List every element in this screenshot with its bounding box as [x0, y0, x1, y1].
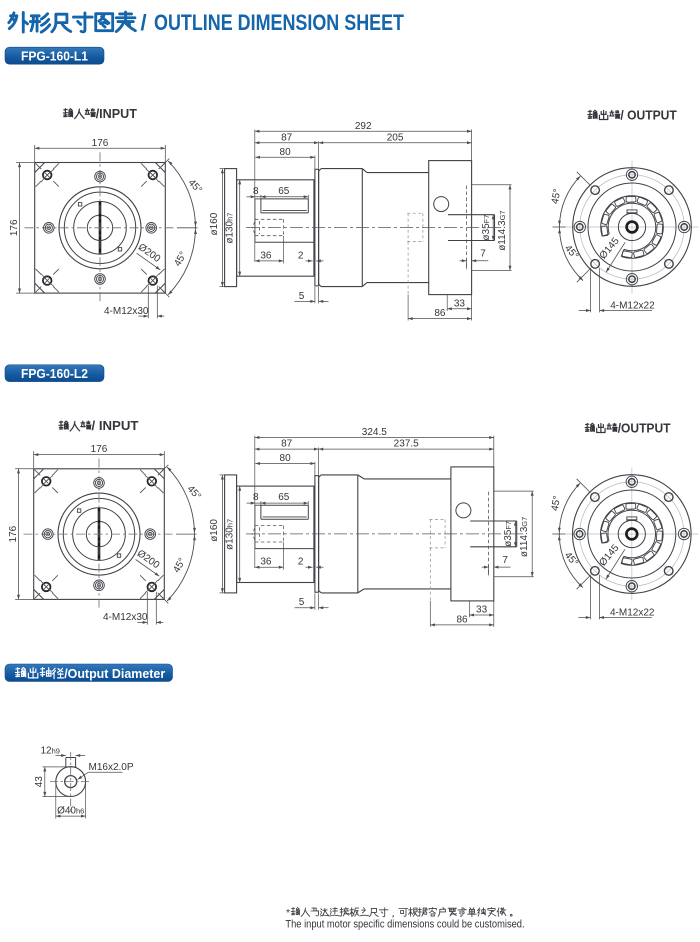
svg-text:176: 176	[91, 444, 108, 455]
svg-text:292: 292	[355, 121, 372, 132]
svg-text:176: 176	[9, 219, 20, 236]
svg-text:/ OUTPUT: / OUTPUT	[620, 108, 676, 123]
svg-text:12h9: 12h9	[41, 746, 60, 757]
svg-text:/Output Diameter: /Output Diameter	[64, 666, 165, 681]
svg-text:205: 205	[387, 132, 404, 143]
svg-text:/INPUT: /INPUT	[96, 106, 137, 121]
svg-text:8: 8	[253, 186, 259, 197]
svg-text:7: 7	[480, 249, 486, 260]
svg-text:36: 36	[260, 557, 272, 568]
svg-text:2: 2	[298, 250, 304, 261]
svg-text:237.5: 237.5	[394, 439, 419, 450]
svg-text:176: 176	[8, 525, 19, 542]
svg-text:87: 87	[281, 439, 293, 450]
svg-text:ø160: ø160	[209, 212, 220, 235]
svg-text:43: 43	[34, 776, 45, 788]
svg-text:4-M12x22: 4-M12x22	[610, 300, 655, 311]
svg-text:65: 65	[278, 492, 290, 503]
svg-text:/: /	[140, 10, 146, 35]
svg-text:The input motor specific dimen: The input motor specific dimensions coul…	[285, 919, 524, 931]
svg-text:ø130h7: ø130h7	[225, 213, 236, 244]
svg-text:FPG-160-L2: FPG-160-L2	[21, 366, 88, 381]
svg-text:4-M12x30: 4-M12x30	[103, 612, 148, 623]
svg-text:8: 8	[253, 492, 259, 503]
svg-text:*: *	[286, 907, 290, 919]
svg-text:80: 80	[280, 147, 292, 158]
svg-text:80: 80	[280, 453, 292, 464]
svg-text:/OUTPUT: /OUTPUT	[618, 421, 671, 436]
svg-text:ø35F7: ø35F7	[503, 521, 514, 547]
svg-text:7: 7	[502, 555, 508, 566]
svg-text:45°: 45°	[550, 188, 563, 205]
svg-text:FPG-160-L1: FPG-160-L1	[21, 49, 88, 64]
svg-text:4-M12x30: 4-M12x30	[104, 306, 149, 317]
svg-text:ø114.3G7: ø114.3G7	[519, 517, 530, 557]
svg-text:5: 5	[299, 291, 305, 302]
svg-text:OUTLINE DIMENSION SHEET: OUTLINE DIMENSION SHEET	[154, 10, 404, 35]
svg-text:/ INPUT: / INPUT	[92, 418, 139, 433]
svg-text:176: 176	[92, 138, 109, 149]
svg-text:5: 5	[299, 597, 305, 608]
svg-text:45°: 45°	[550, 495, 563, 512]
svg-text:ø35F7: ø35F7	[481, 215, 492, 241]
svg-text:86: 86	[434, 308, 446, 319]
svg-text:ø130h7: ø130h7	[225, 519, 236, 550]
svg-text:33: 33	[454, 298, 466, 309]
svg-text:ø160: ø160	[209, 519, 220, 542]
svg-text:324.5: 324.5	[362, 427, 387, 438]
svg-text:M16x2.0P: M16x2.0P	[89, 762, 134, 773]
svg-text:2: 2	[298, 557, 304, 568]
svg-text:65: 65	[278, 186, 290, 197]
svg-text:ø114.3G7: ø114.3G7	[497, 210, 508, 250]
svg-text:4-M12x22: 4-M12x22	[610, 607, 655, 618]
svg-text:86: 86	[456, 615, 468, 626]
svg-text:36: 36	[260, 250, 272, 261]
svg-text:87: 87	[281, 132, 293, 143]
svg-text:Ø40h6: Ø40h6	[57, 805, 84, 816]
svg-text:33: 33	[476, 605, 488, 616]
